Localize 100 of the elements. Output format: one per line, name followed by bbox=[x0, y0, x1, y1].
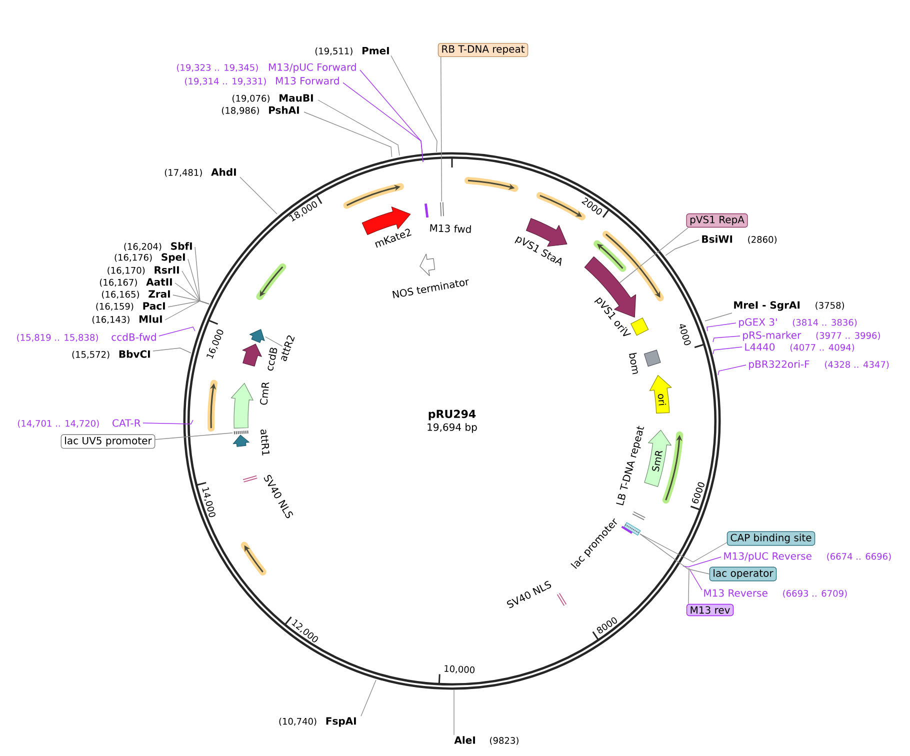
leader-line bbox=[158, 326, 196, 336]
enzyme-name: SbfI bbox=[171, 242, 192, 250]
feature-block bbox=[249, 329, 265, 343]
enzyme-name: PacI bbox=[143, 302, 165, 310]
enzyme-name: AatII bbox=[146, 278, 172, 286]
tick-label: 10,000 bbox=[444, 665, 475, 674]
leader-line bbox=[304, 112, 392, 158]
leader-line bbox=[318, 100, 400, 156]
enzyme-name: AhdI bbox=[211, 168, 236, 176]
enzyme-name: FspAI bbox=[326, 717, 356, 727]
label-box: pVS1 RepA bbox=[686, 213, 748, 228]
feature-label: CmR bbox=[260, 382, 270, 405]
leader-line bbox=[154, 432, 233, 440]
enzyme-name: PshAI bbox=[269, 106, 299, 114]
primer-position: (3814 .. 3836) bbox=[792, 318, 857, 327]
primer-name: M13 Reverse bbox=[704, 589, 768, 597]
leader-line bbox=[265, 336, 283, 347]
feature-mark bbox=[424, 203, 429, 218]
leader-line bbox=[640, 534, 710, 574]
label-box: CAP binding site bbox=[726, 531, 816, 546]
primer-name: M13/pUC Forward bbox=[269, 63, 356, 73]
leader-line bbox=[342, 82, 424, 162]
feature-label: attR1 bbox=[260, 430, 270, 456]
enzyme-name: AleI bbox=[454, 736, 475, 744]
site-position: (9823) bbox=[490, 736, 518, 745]
site-position: (18,986) bbox=[222, 106, 259, 115]
site-position: (19,511) bbox=[315, 47, 352, 56]
primer-name: pBR322ori-F bbox=[749, 360, 810, 370]
enzyme-name: PmeI bbox=[362, 46, 389, 54]
primer-position: (6674 .. 6696) bbox=[827, 552, 891, 561]
enzyme-name: ZraI bbox=[148, 290, 170, 298]
enzyme-name: BsiWI bbox=[702, 235, 732, 243]
site-position: (16,204) bbox=[124, 242, 162, 251]
feature-mark bbox=[632, 511, 646, 520]
label-box: lac UV5 promoter bbox=[60, 434, 156, 449]
enzyme-name: MluI bbox=[140, 315, 162, 323]
feature-mark bbox=[242, 475, 258, 482]
leader-line bbox=[712, 346, 742, 354]
site-position: (16,170) bbox=[108, 266, 145, 275]
feature-mark bbox=[556, 592, 567, 606]
leader-line bbox=[718, 364, 746, 376]
label-box: M13 rev bbox=[686, 604, 734, 616]
site-position: (19,076) bbox=[232, 94, 270, 103]
plasmid-name: pRU294 bbox=[428, 410, 476, 420]
leader-line bbox=[440, 56, 442, 202]
primer-position: (6693 .. 6709) bbox=[783, 590, 847, 598]
feature-label: LB T-DNA repeat bbox=[616, 426, 644, 506]
plasmid-size: 19,694 bp bbox=[428, 423, 477, 433]
feature-block: ori bbox=[649, 375, 672, 414]
leader-line bbox=[712, 336, 740, 342]
feature-mark bbox=[233, 430, 248, 434]
label-box: RB T-DNA repeat bbox=[438, 42, 528, 58]
feature-block bbox=[420, 254, 436, 276]
leader-line bbox=[619, 227, 689, 284]
feature-block: SmR bbox=[644, 430, 672, 487]
feature-block bbox=[242, 344, 262, 367]
leader-line bbox=[690, 570, 702, 590]
tick-label: 6000 bbox=[692, 482, 704, 504]
leader-line bbox=[688, 568, 690, 604]
leader-line bbox=[682, 556, 722, 568]
feature-block bbox=[232, 434, 250, 447]
feature-label: M13 fwd bbox=[430, 224, 471, 233]
primer-position: (3977 .. 3996) bbox=[816, 332, 880, 340]
site-position: (15,572) bbox=[72, 350, 110, 359]
enzyme-name: BbvCI bbox=[119, 350, 150, 358]
feature-mark bbox=[440, 202, 444, 217]
enzyme-name: MreI - SgrAI bbox=[734, 301, 800, 311]
leader-line bbox=[640, 534, 728, 562]
site-position: (10,740) bbox=[279, 718, 316, 726]
primer-position: (19,323 .. 19,345) bbox=[177, 64, 258, 72]
site-position: (16,167) bbox=[100, 278, 137, 287]
leader-line bbox=[240, 176, 278, 214]
site-position: (16,176) bbox=[114, 254, 152, 262]
enzyme-name: MauBI bbox=[280, 94, 313, 102]
leader-line bbox=[390, 55, 438, 152]
feature-label: NOS terminator bbox=[392, 279, 469, 298]
site-position: (16,165) bbox=[102, 290, 139, 299]
leader-line bbox=[360, 680, 376, 716]
primer-position: (19,314 .. 19,331) bbox=[185, 78, 266, 86]
tick-label: 14,000 bbox=[202, 487, 216, 518]
site-position: (17,481) bbox=[164, 168, 202, 177]
leader-line bbox=[152, 348, 192, 354]
primer-name: ccdB-fwd bbox=[112, 333, 156, 341]
site-position: (3758) bbox=[816, 302, 844, 310]
feature-mark bbox=[621, 522, 641, 536]
leader-line bbox=[706, 322, 736, 332]
primer-name: pGEX 3' bbox=[739, 318, 777, 328]
tick-label: 4000 bbox=[679, 324, 691, 346]
leader-line bbox=[164, 300, 210, 320]
primer-name: L4440 bbox=[745, 343, 775, 351]
feature-block bbox=[584, 256, 636, 318]
primer-position: (14,701 .. 14,720) bbox=[18, 420, 99, 428]
site-position: (16,143) bbox=[92, 316, 130, 324]
enzyme-name: RsrII bbox=[154, 266, 179, 274]
feature-block bbox=[230, 382, 254, 429]
primer-name: M13/pUC Reverse bbox=[724, 552, 812, 562]
primer-position: (15,819 .. 15,838) bbox=[17, 334, 98, 342]
leader-line bbox=[142, 420, 194, 424]
site-position: (16,159) bbox=[96, 302, 134, 311]
primer-position: (4077 .. 4094) bbox=[790, 344, 854, 352]
